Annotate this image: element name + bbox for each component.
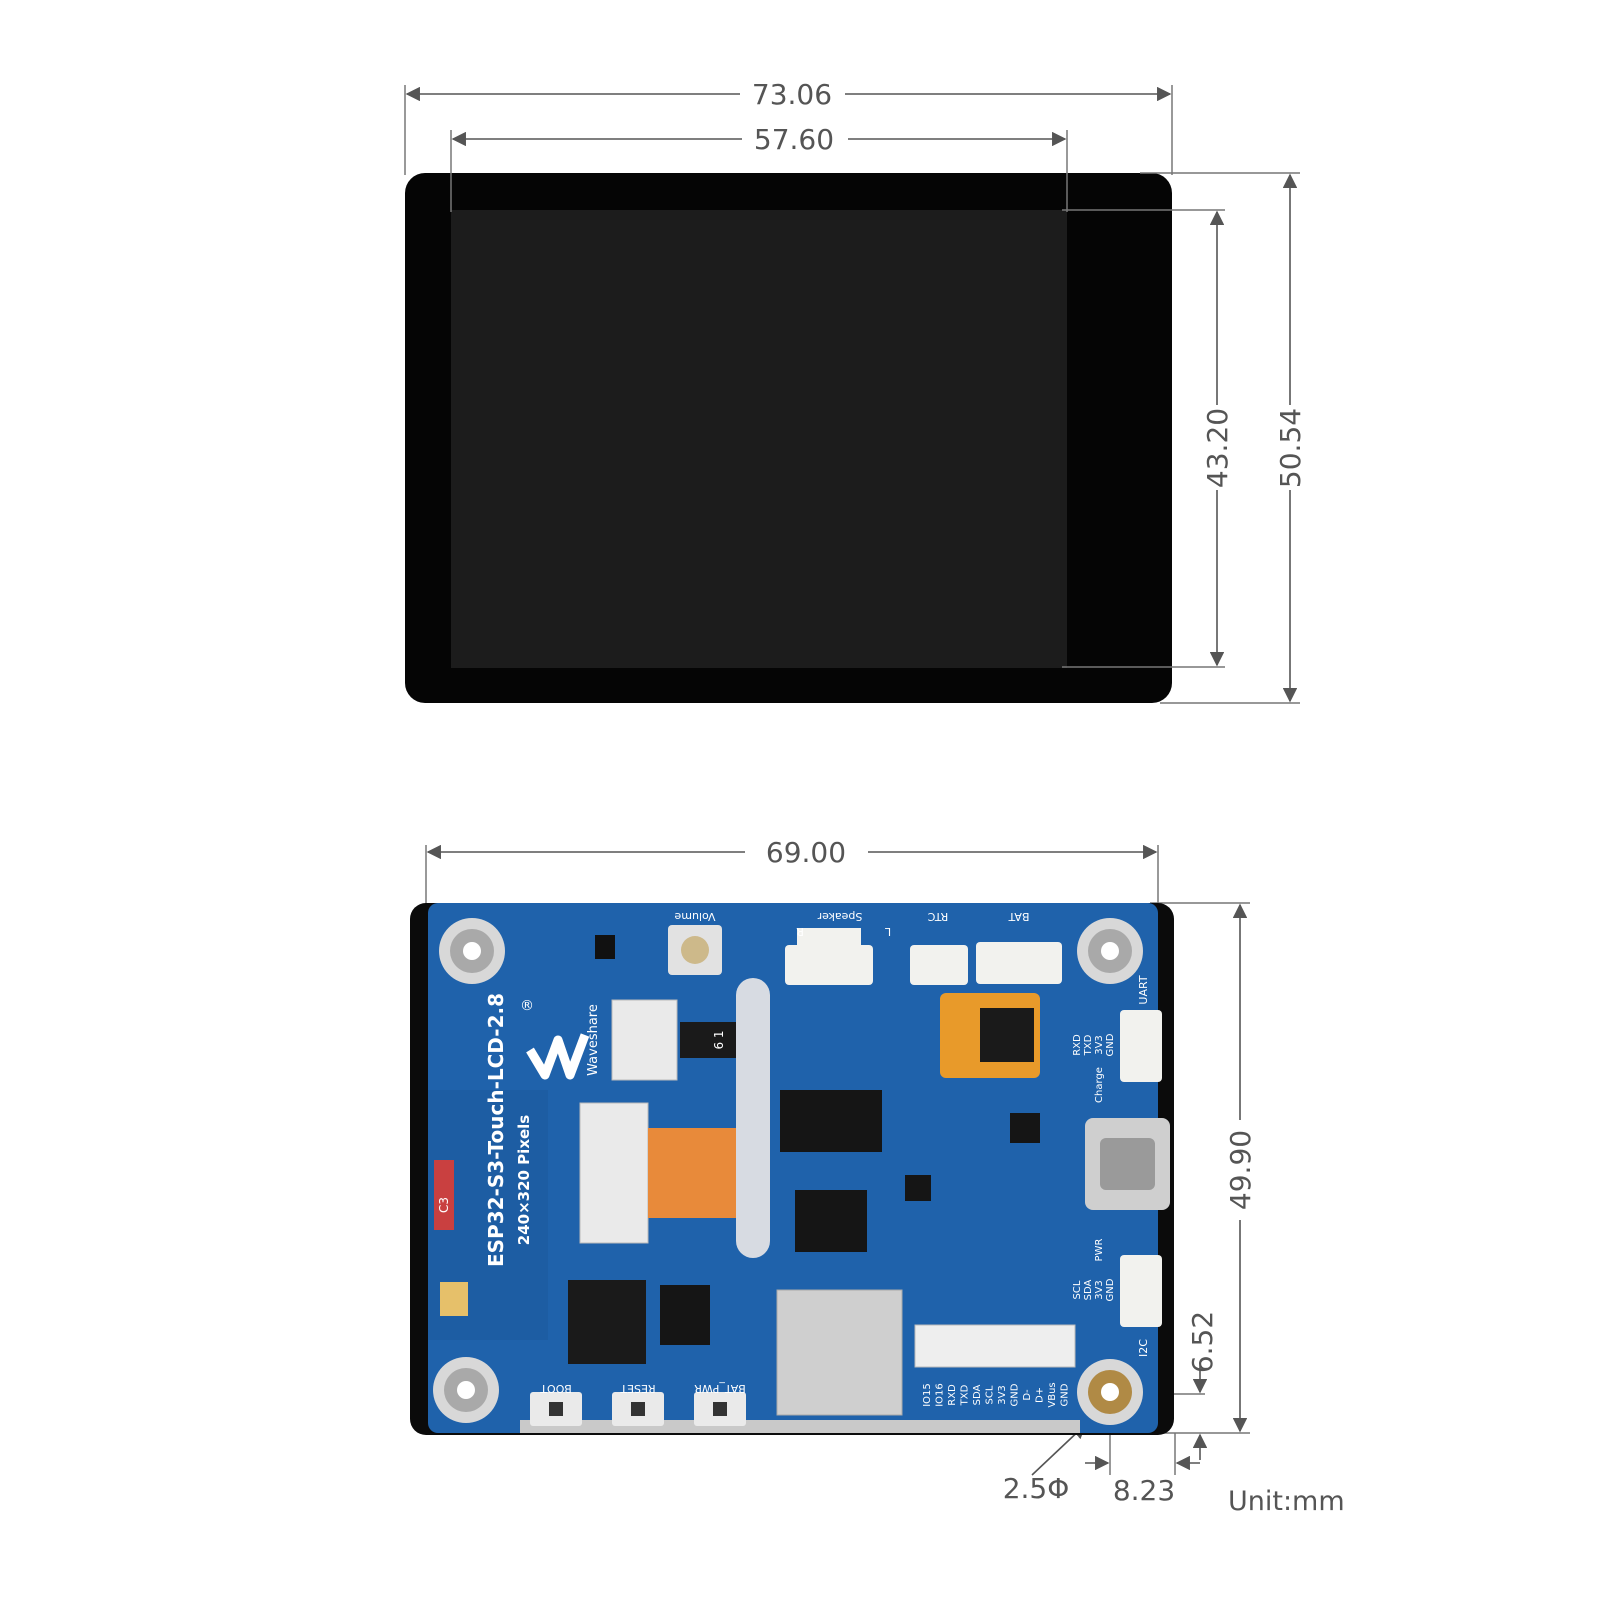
label-uart: UART xyxy=(1137,975,1150,1004)
fpc-number: 6 1 xyxy=(712,1030,726,1049)
fpc-connector-small xyxy=(611,999,678,1081)
uart-pin-label-0: RXD xyxy=(1072,1034,1083,1056)
header-pin-label-8: D- xyxy=(1022,1389,1033,1401)
header-pin-label-1: IO16 xyxy=(935,1383,946,1407)
label-bat: BAT xyxy=(1008,910,1029,923)
label-pwr: PWR xyxy=(1094,1239,1105,1262)
dimension-board-height: 49.90 xyxy=(1224,903,1257,1433)
i2c-pin-label-1: SDA xyxy=(1083,1279,1094,1300)
header-pin-label-3: TXD xyxy=(960,1384,971,1406)
dim-label-49-90: 49.90 xyxy=(1224,1130,1257,1210)
dim-label-43-20: 43.20 xyxy=(1201,408,1234,488)
i2c-pin-label-0: SCL xyxy=(1072,1280,1083,1299)
header-pin-label-6: 3V3 xyxy=(997,1385,1008,1405)
dim-label-69-00: 69.00 xyxy=(766,836,846,869)
dim-label-2-5-phi: 2.5Φ xyxy=(1003,1472,1070,1505)
uart-pin-label-2: 3V3 xyxy=(1094,1035,1105,1055)
label-boot: BOOT xyxy=(540,1382,572,1395)
lcd-active-area xyxy=(451,210,1067,668)
fpc-connector-large xyxy=(579,1102,649,1244)
imu-ic xyxy=(905,1175,931,1201)
label-charge: Charge xyxy=(1094,1067,1105,1103)
microsd-slot xyxy=(776,1289,903,1416)
board-bottom-edge xyxy=(520,1420,1080,1433)
dimension-hole-offset-y: 6.52 xyxy=(1186,1311,1219,1460)
uart-pin-label-3: GND xyxy=(1105,1033,1116,1056)
header-pin-label-10: VBus xyxy=(1047,1382,1058,1407)
transistor xyxy=(595,935,615,959)
dimension-hole-offset-x: 8.23 xyxy=(1085,1455,1200,1507)
dimension-board-width: 69.00 xyxy=(426,836,1158,869)
header-pin-label-5: SCL xyxy=(985,1385,996,1404)
boot-button xyxy=(530,1392,582,1426)
board-model-text: ESP32-S3-Touch-LCD-2.8 xyxy=(484,993,508,1267)
dimension-overall-height: 50.54 xyxy=(1274,173,1307,703)
label-reset: RESET xyxy=(620,1382,656,1395)
lcd-front-view xyxy=(405,173,1172,703)
header-pin-label-7: GND xyxy=(1010,1383,1021,1406)
bat-connector xyxy=(976,942,1062,984)
mounting-hole-top-left xyxy=(439,918,505,984)
i2c-pin-label-3: GND xyxy=(1105,1278,1116,1301)
label-bat-pwr: BAT_PWR xyxy=(694,1382,746,1395)
header-pin-label-4: SDA xyxy=(972,1384,983,1405)
esp32-s3-chip xyxy=(568,1280,646,1364)
i2c-pin-label-2: 3V3 xyxy=(1094,1280,1105,1300)
touch-ic xyxy=(980,1008,1034,1062)
dim-label-6-52: 6.52 xyxy=(1186,1311,1219,1373)
pmic-ic xyxy=(1010,1113,1040,1143)
dim-label-73-06: 73.06 xyxy=(752,78,832,111)
board-resolution-text: 240×320 Pixels xyxy=(515,1115,533,1246)
marking-c3-box xyxy=(434,1160,454,1230)
codec-ic xyxy=(795,1190,867,1252)
mounting-hole-bottom-left xyxy=(433,1357,499,1423)
speaker-connector xyxy=(785,928,873,985)
uart-pin-label-1: TXD xyxy=(1083,1034,1094,1056)
volume-potentiometer xyxy=(668,925,722,975)
dim-label-8-23: 8.23 xyxy=(1113,1474,1175,1507)
label-volume: Volume xyxy=(674,910,715,923)
flash-ic xyxy=(660,1285,710,1345)
registered-mark: ® xyxy=(520,998,534,1014)
pin-header-connector xyxy=(914,1324,1076,1368)
uart-connector xyxy=(1120,1010,1162,1082)
dim-label-50-54: 50.54 xyxy=(1274,408,1307,488)
ipex-antenna-connector xyxy=(440,1282,468,1316)
label-speaker: Speaker xyxy=(817,910,862,923)
header-pin-label-2: RXD xyxy=(947,1384,958,1406)
i2c-connector xyxy=(1120,1255,1162,1327)
bat-pwr-button xyxy=(694,1392,746,1426)
board-slot xyxy=(736,978,770,1258)
header-pin-label-11: GND xyxy=(1060,1383,1071,1406)
dimension-overall-width: 73.06 xyxy=(405,78,1172,111)
header-pin-label-0: IO15 xyxy=(922,1383,933,1407)
header-pin-label-9: D+ xyxy=(1035,1387,1046,1403)
label-i2c: I2C xyxy=(1137,1339,1150,1357)
reset-button xyxy=(612,1392,664,1426)
unit-label: Unit:mm xyxy=(1228,1486,1345,1517)
dimension-screen-width: 57.60 xyxy=(451,123,1067,156)
mounting-hole-top-right xyxy=(1077,918,1143,984)
rtc-connector xyxy=(910,945,968,985)
brand-text: Waveshare xyxy=(586,1004,601,1076)
dimension-screen-height: 43.20 xyxy=(1201,210,1234,667)
dim-label-57-60: 57.60 xyxy=(754,123,834,156)
audio-amplifier-ic xyxy=(780,1090,882,1152)
waveshare-logo xyxy=(526,1033,590,1080)
dimension-hole-diameter: 2.5Φ xyxy=(1003,1424,1087,1505)
pcb-back-view: C3 ESP32-S3-Touch-LCD-2.8 240×320 Pixels… xyxy=(410,903,1174,1435)
label-r: R xyxy=(796,925,804,938)
top-extension-lines xyxy=(404,85,1300,704)
usb-c-inner xyxy=(1100,1138,1155,1190)
label-rtc: RTC xyxy=(927,910,948,923)
mounting-hole-bottom-right xyxy=(1077,1359,1143,1425)
marking-c3: C3 xyxy=(437,1197,451,1213)
label-l: L xyxy=(884,925,891,938)
